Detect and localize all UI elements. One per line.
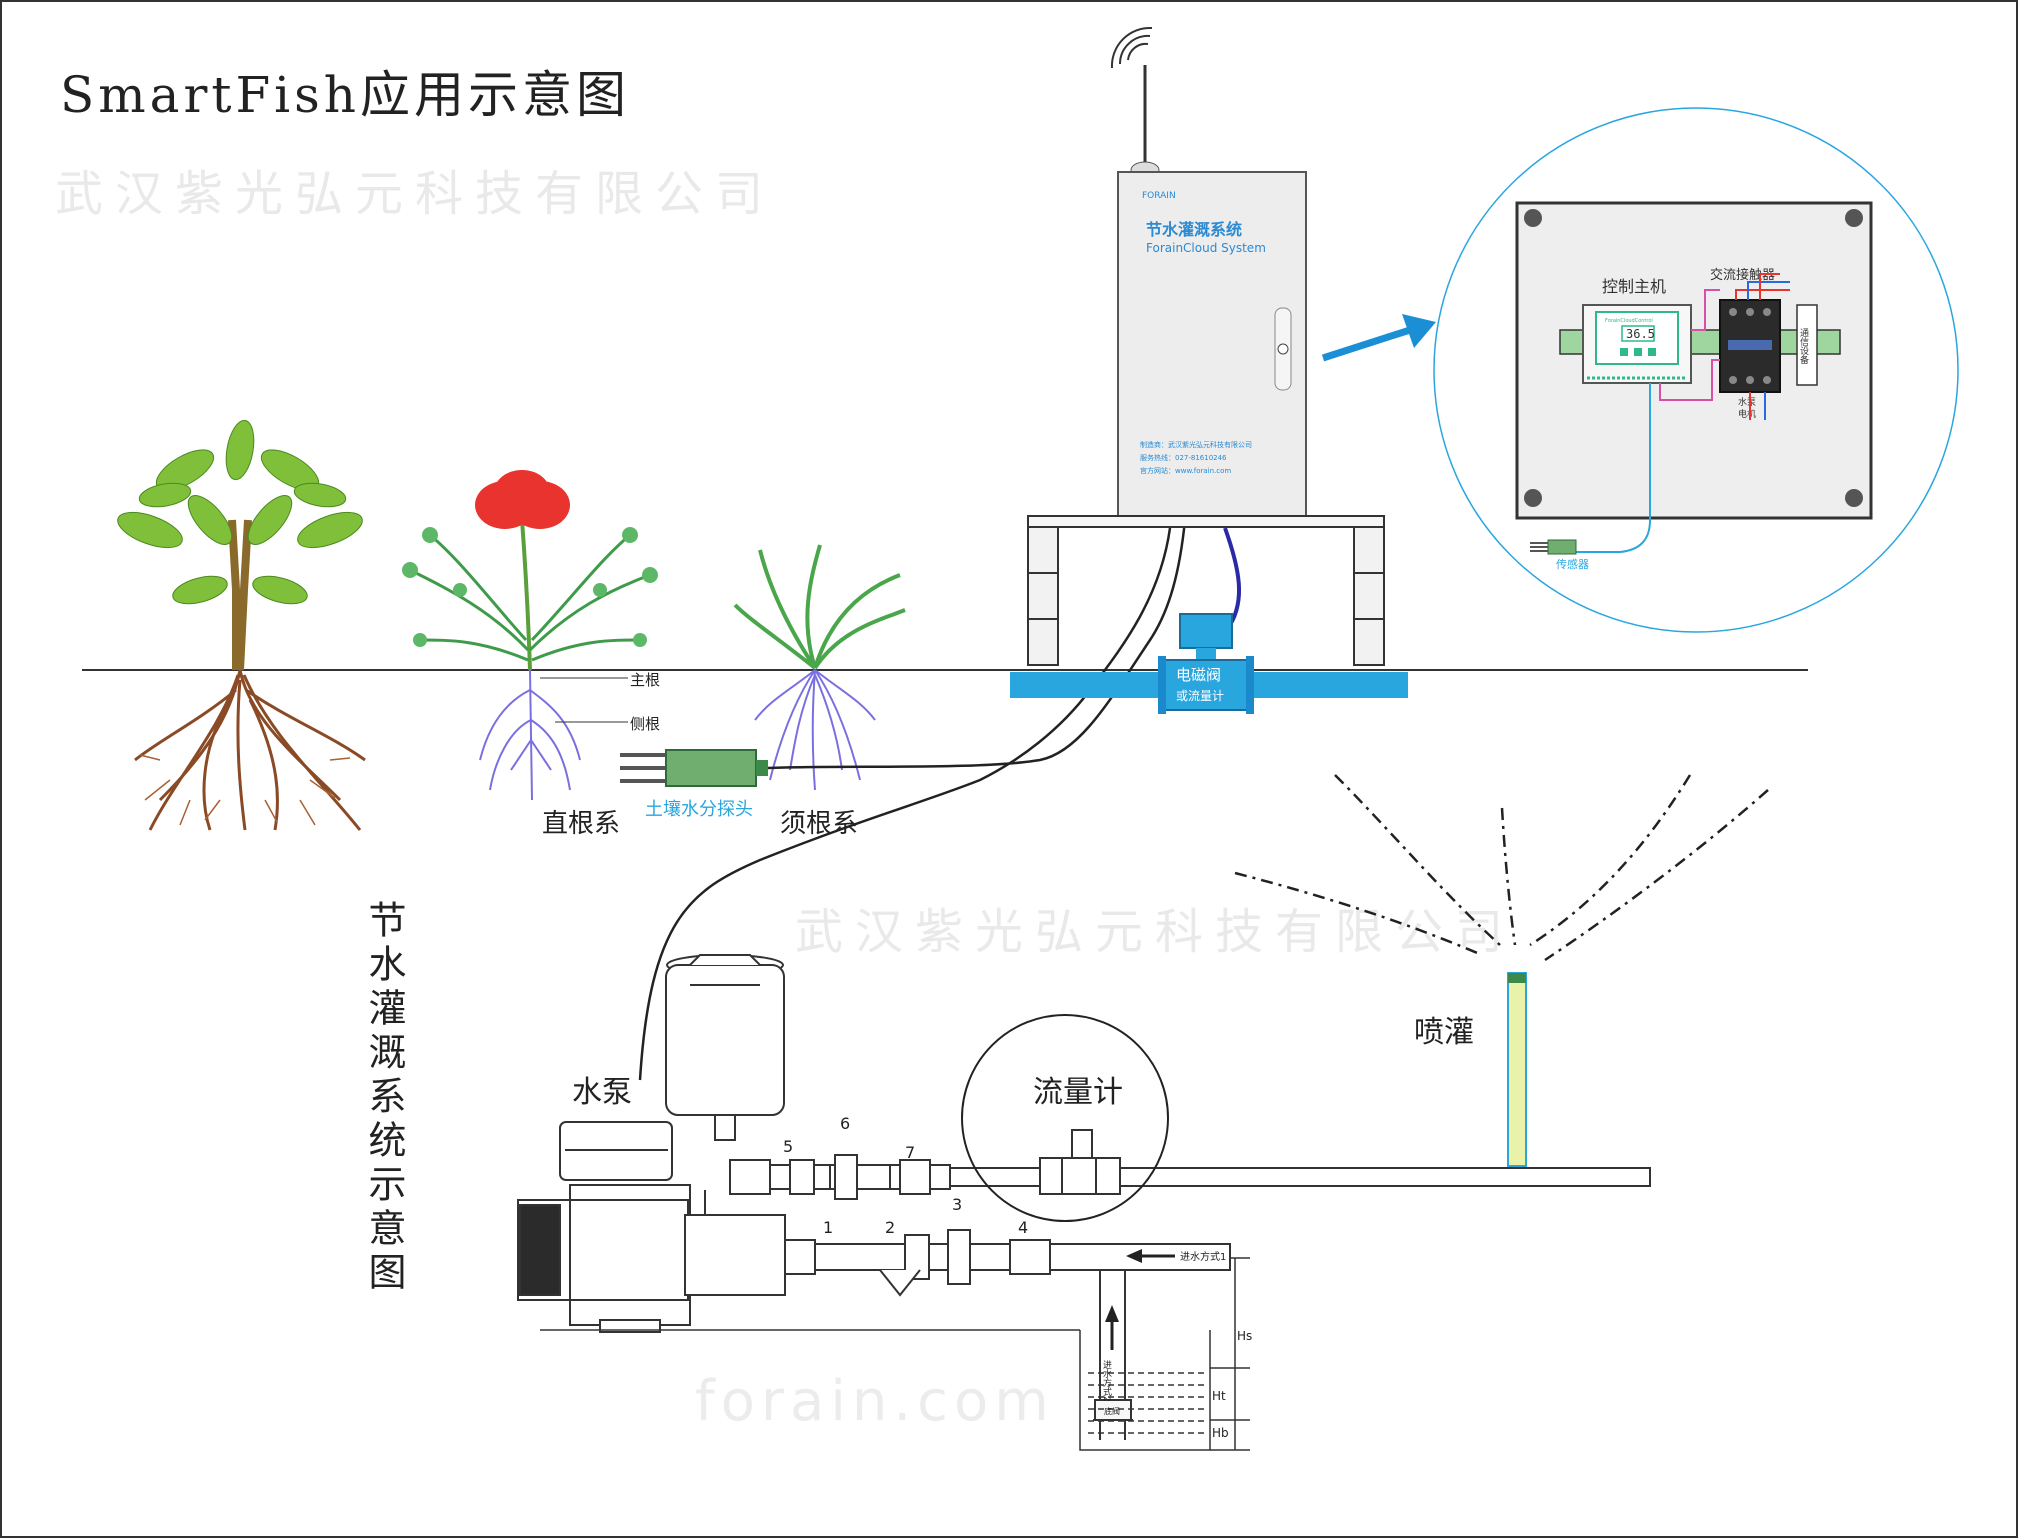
pump-system (517, 954, 1651, 1440)
part-number-6: 6 (840, 1114, 850, 1133)
dim-hb: Hb (1212, 1426, 1229, 1440)
panel-sensor-label: 传感器 (1556, 558, 1589, 571)
part-number-1: 1 (823, 1218, 833, 1237)
inlet-1-label: 进水方式1 (1180, 1250, 1226, 1263)
soil-probe-label: 土壤水分探头 (645, 799, 753, 820)
side-device-label: 通信设备 (1798, 328, 1809, 364)
meter-label-line1: 电磁阀 (1176, 666, 1221, 684)
flowmeter-zoom-circle (961, 1014, 1169, 1222)
control-cabinet: FORAIN 节水灌溉系统 ForainCloud System 制造商：武汉紫… (638, 26, 1385, 1081)
watermark-site-bottom: forain.com (695, 1369, 1055, 1434)
sprinkler-label: 喷灌 (1414, 1015, 1474, 1050)
panel-contactor-label: 交流接触器 (1710, 267, 1775, 283)
lcd-header: ForainCloudControl (1605, 318, 1653, 324)
fibrous-system-label: 须根系 (780, 809, 858, 839)
vertical-title-text: 节水灌溉系统示意图 (362, 900, 406, 1296)
foot-valve-label: 底阀 (1104, 1406, 1120, 1416)
page-title: SmartFish应用示意图 (60, 66, 630, 124)
plant-flower: 主根 侧根 直根系 (402, 470, 660, 839)
watermark-company-mid: 武汉紫光弘元科技有限公司 (795, 904, 1515, 960)
taproot-system-label: 直根系 (542, 809, 620, 839)
inlet-arrows: 进水方式1 进水方式2 底阀 (1101, 1249, 1226, 1416)
lateral-root-label: 侧根 (630, 715, 660, 733)
cabinet-website: 官方网站：www.forain.com (1140, 466, 1231, 475)
cabinet-hotline: 服务热线：027-81610246 (1140, 453, 1227, 462)
vertical-title: 节水灌溉系统示意图 (362, 900, 406, 1296)
part-number-2: 2 (885, 1218, 895, 1237)
dim-ht: Ht (1212, 1389, 1226, 1403)
dim-hs: Hs (1237, 1329, 1252, 1343)
lcd-value: 36.5 (1626, 327, 1655, 341)
control-panel-zoom: 控制主机 ForainCloudControl 36.5 交流接触器 水泵 电机… (1433, 107, 1959, 633)
plant-taproot-tree (117, 419, 366, 831)
pump-label: 水泵 (572, 1075, 632, 1110)
part-number-4: 4 (1018, 1218, 1028, 1237)
meter-label-line2: 或流量计 (1176, 689, 1224, 703)
motor-label-1: 水泵 (1738, 396, 1756, 408)
plant-grass: 须根系 (733, 544, 906, 839)
inlet-2-label: 进水方式2 (1101, 1360, 1112, 1402)
cabinet-maker: 制造商：武汉紫光弘元科技有限公司 (1140, 440, 1252, 449)
sprinkler: 喷灌 (1234, 774, 1769, 1167)
part-number-5: 5 (783, 1137, 793, 1156)
part-number-7: 7 (905, 1143, 915, 1162)
soil-moisture-probe: 土壤水分探头 (620, 519, 1187, 820)
watermark-company-top: 武汉紫光弘元科技有限公司 (55, 166, 775, 222)
motor-label-2: 电机 (1738, 408, 1756, 420)
panel-host-label: 控制主机 (1602, 277, 1666, 296)
cabinet-title-en: ForainCloud System (1146, 241, 1266, 255)
cabinet-brand: FORAIN (1142, 191, 1176, 201)
part-number-3: 3 (952, 1195, 962, 1214)
cabinet-title-cn: 节水灌溉系统 (1146, 220, 1242, 239)
flowmeter-label: 流量计 (1033, 1075, 1123, 1110)
well (540, 1257, 1250, 1451)
zoom-arrow (1321, 314, 1436, 362)
solenoid-flowmeter: 电磁阀 或流量计 (1158, 613, 1254, 714)
part-numbers: 1 2 3 4 5 6 7 (783, 1114, 1028, 1237)
main-root-label: 主根 (630, 671, 660, 689)
